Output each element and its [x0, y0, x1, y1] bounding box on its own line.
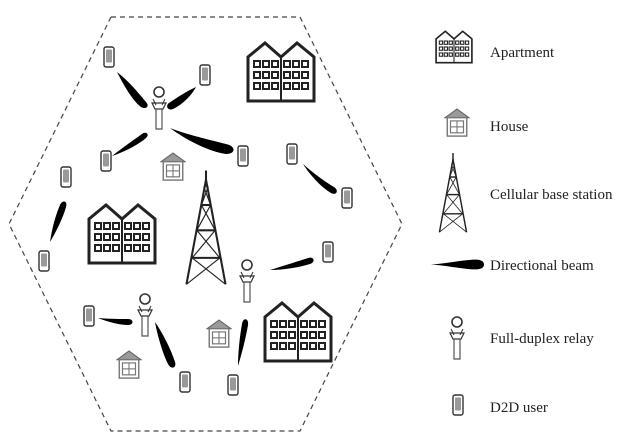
- legend-item-d2d: D2D user: [452, 394, 548, 416]
- legend-item-base-station: Cellular base station: [438, 153, 613, 233]
- legend-item-beam: Directional beam: [428, 258, 594, 274]
- d2d-user: [227, 374, 239, 396]
- legend: Apartment House Cellular base station Di…: [428, 30, 613, 416]
- full-duplex-relay: [239, 259, 255, 303]
- d2d-user: [60, 166, 72, 188]
- apartment-building: [87, 203, 157, 265]
- apartment-building: [246, 41, 316, 103]
- d2d-user: [322, 241, 334, 263]
- legend-label-d2d: D2D user: [490, 400, 548, 416]
- d2d-user: [103, 46, 115, 68]
- relay-icon: [449, 316, 465, 360]
- directional-beam: [170, 128, 234, 154]
- apartment-building: [263, 301, 333, 363]
- directional-beam: [167, 87, 196, 110]
- d2d-user: [38, 250, 50, 272]
- cell-boundary: [8, 16, 403, 432]
- legend-item-apartment: Apartment: [435, 30, 555, 64]
- full-duplex-relay: [137, 293, 153, 337]
- legend-label-relay: Full-duplex relay: [490, 331, 594, 347]
- apartment-icon: [435, 30, 473, 64]
- d2d-user: [341, 187, 353, 209]
- full-duplex-relay: [151, 86, 167, 130]
- house: [206, 319, 232, 348]
- directional-beam: [117, 72, 148, 109]
- cell-tower-icon: [438, 153, 468, 233]
- legend-item-house: House: [444, 108, 529, 137]
- legend-label-apartment: Apartment: [490, 45, 555, 61]
- d2d-user: [237, 145, 249, 167]
- directional-beam: [303, 164, 337, 194]
- legend-label-beam: Directional beam: [490, 258, 594, 274]
- directional-beam: [112, 132, 148, 156]
- house: [160, 152, 186, 181]
- d2d-user: [179, 371, 191, 393]
- d2d-user: [286, 143, 298, 165]
- directional-beam: [50, 201, 67, 242]
- legend-label-base-station: Cellular base station: [490, 187, 613, 203]
- beam-icon: [428, 259, 484, 270]
- directional-beam: [238, 319, 249, 366]
- legend-label-house: House: [490, 119, 529, 135]
- d2d-user: [199, 64, 211, 86]
- directional-beam: [155, 322, 176, 368]
- house-icon: [444, 108, 470, 137]
- directional-beam: [270, 257, 314, 270]
- phone-icon: [452, 394, 464, 416]
- d2d-user: [83, 305, 95, 327]
- legend-item-relay: Full-duplex relay: [449, 316, 594, 360]
- house: [116, 350, 142, 379]
- d2d-user: [100, 150, 112, 172]
- cell-tower: [185, 169, 227, 286]
- directional-beam: [98, 318, 133, 325]
